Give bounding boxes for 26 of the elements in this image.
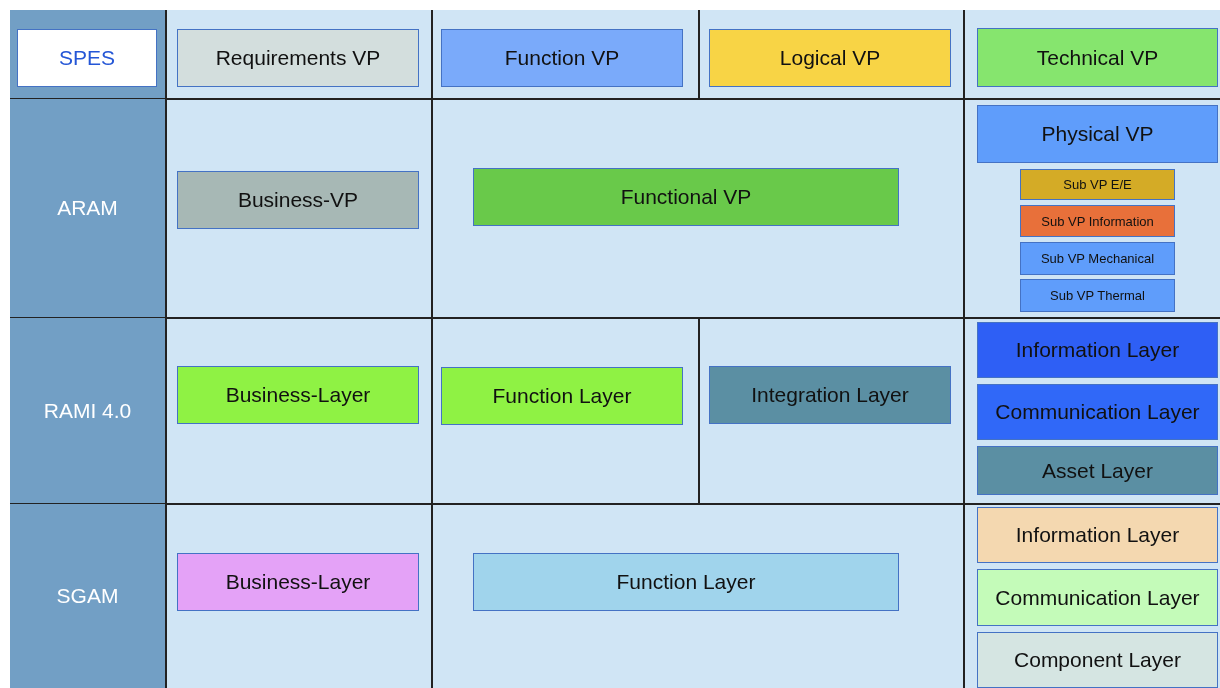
layer-box: Asset Layer (977, 446, 1218, 495)
layer-box: Business-Layer (177, 366, 419, 424)
layer-box: Technical VP (977, 28, 1218, 87)
layer-box: Requirements VP (177, 29, 419, 87)
row-header: ARAM (10, 99, 165, 317)
layer-box: Sub VP Information (1020, 205, 1175, 237)
layer-box: Physical VP (977, 105, 1218, 163)
layer-box: Function VP (441, 29, 683, 87)
layer-box: SPES (17, 29, 157, 87)
layer-box: Component Layer (977, 632, 1218, 688)
layer-box: Integration Layer (709, 366, 951, 424)
layer-box: Sub VP E/E (1020, 169, 1175, 200)
layer-box: Sub VP Mechanical (1020, 242, 1175, 275)
layer-box: Sub VP Thermal (1020, 279, 1175, 312)
layer-box: Information Layer (977, 507, 1218, 563)
layer-box: Information Layer (977, 322, 1218, 378)
layer-box: Communication Layer (977, 384, 1218, 440)
layer-box: Communication Layer (977, 569, 1218, 626)
row-header: SGAM (10, 504, 165, 688)
layer-box: Functional VP (473, 168, 899, 226)
layer-box: Function Layer (441, 367, 683, 425)
layer-box: Business-Layer (177, 553, 419, 611)
row-header: RAMI 4.0 (10, 318, 165, 503)
layer-box: Logical VP (709, 29, 951, 87)
layer-box: Function Layer (473, 553, 899, 611)
layer-box: Business-VP (177, 171, 419, 229)
